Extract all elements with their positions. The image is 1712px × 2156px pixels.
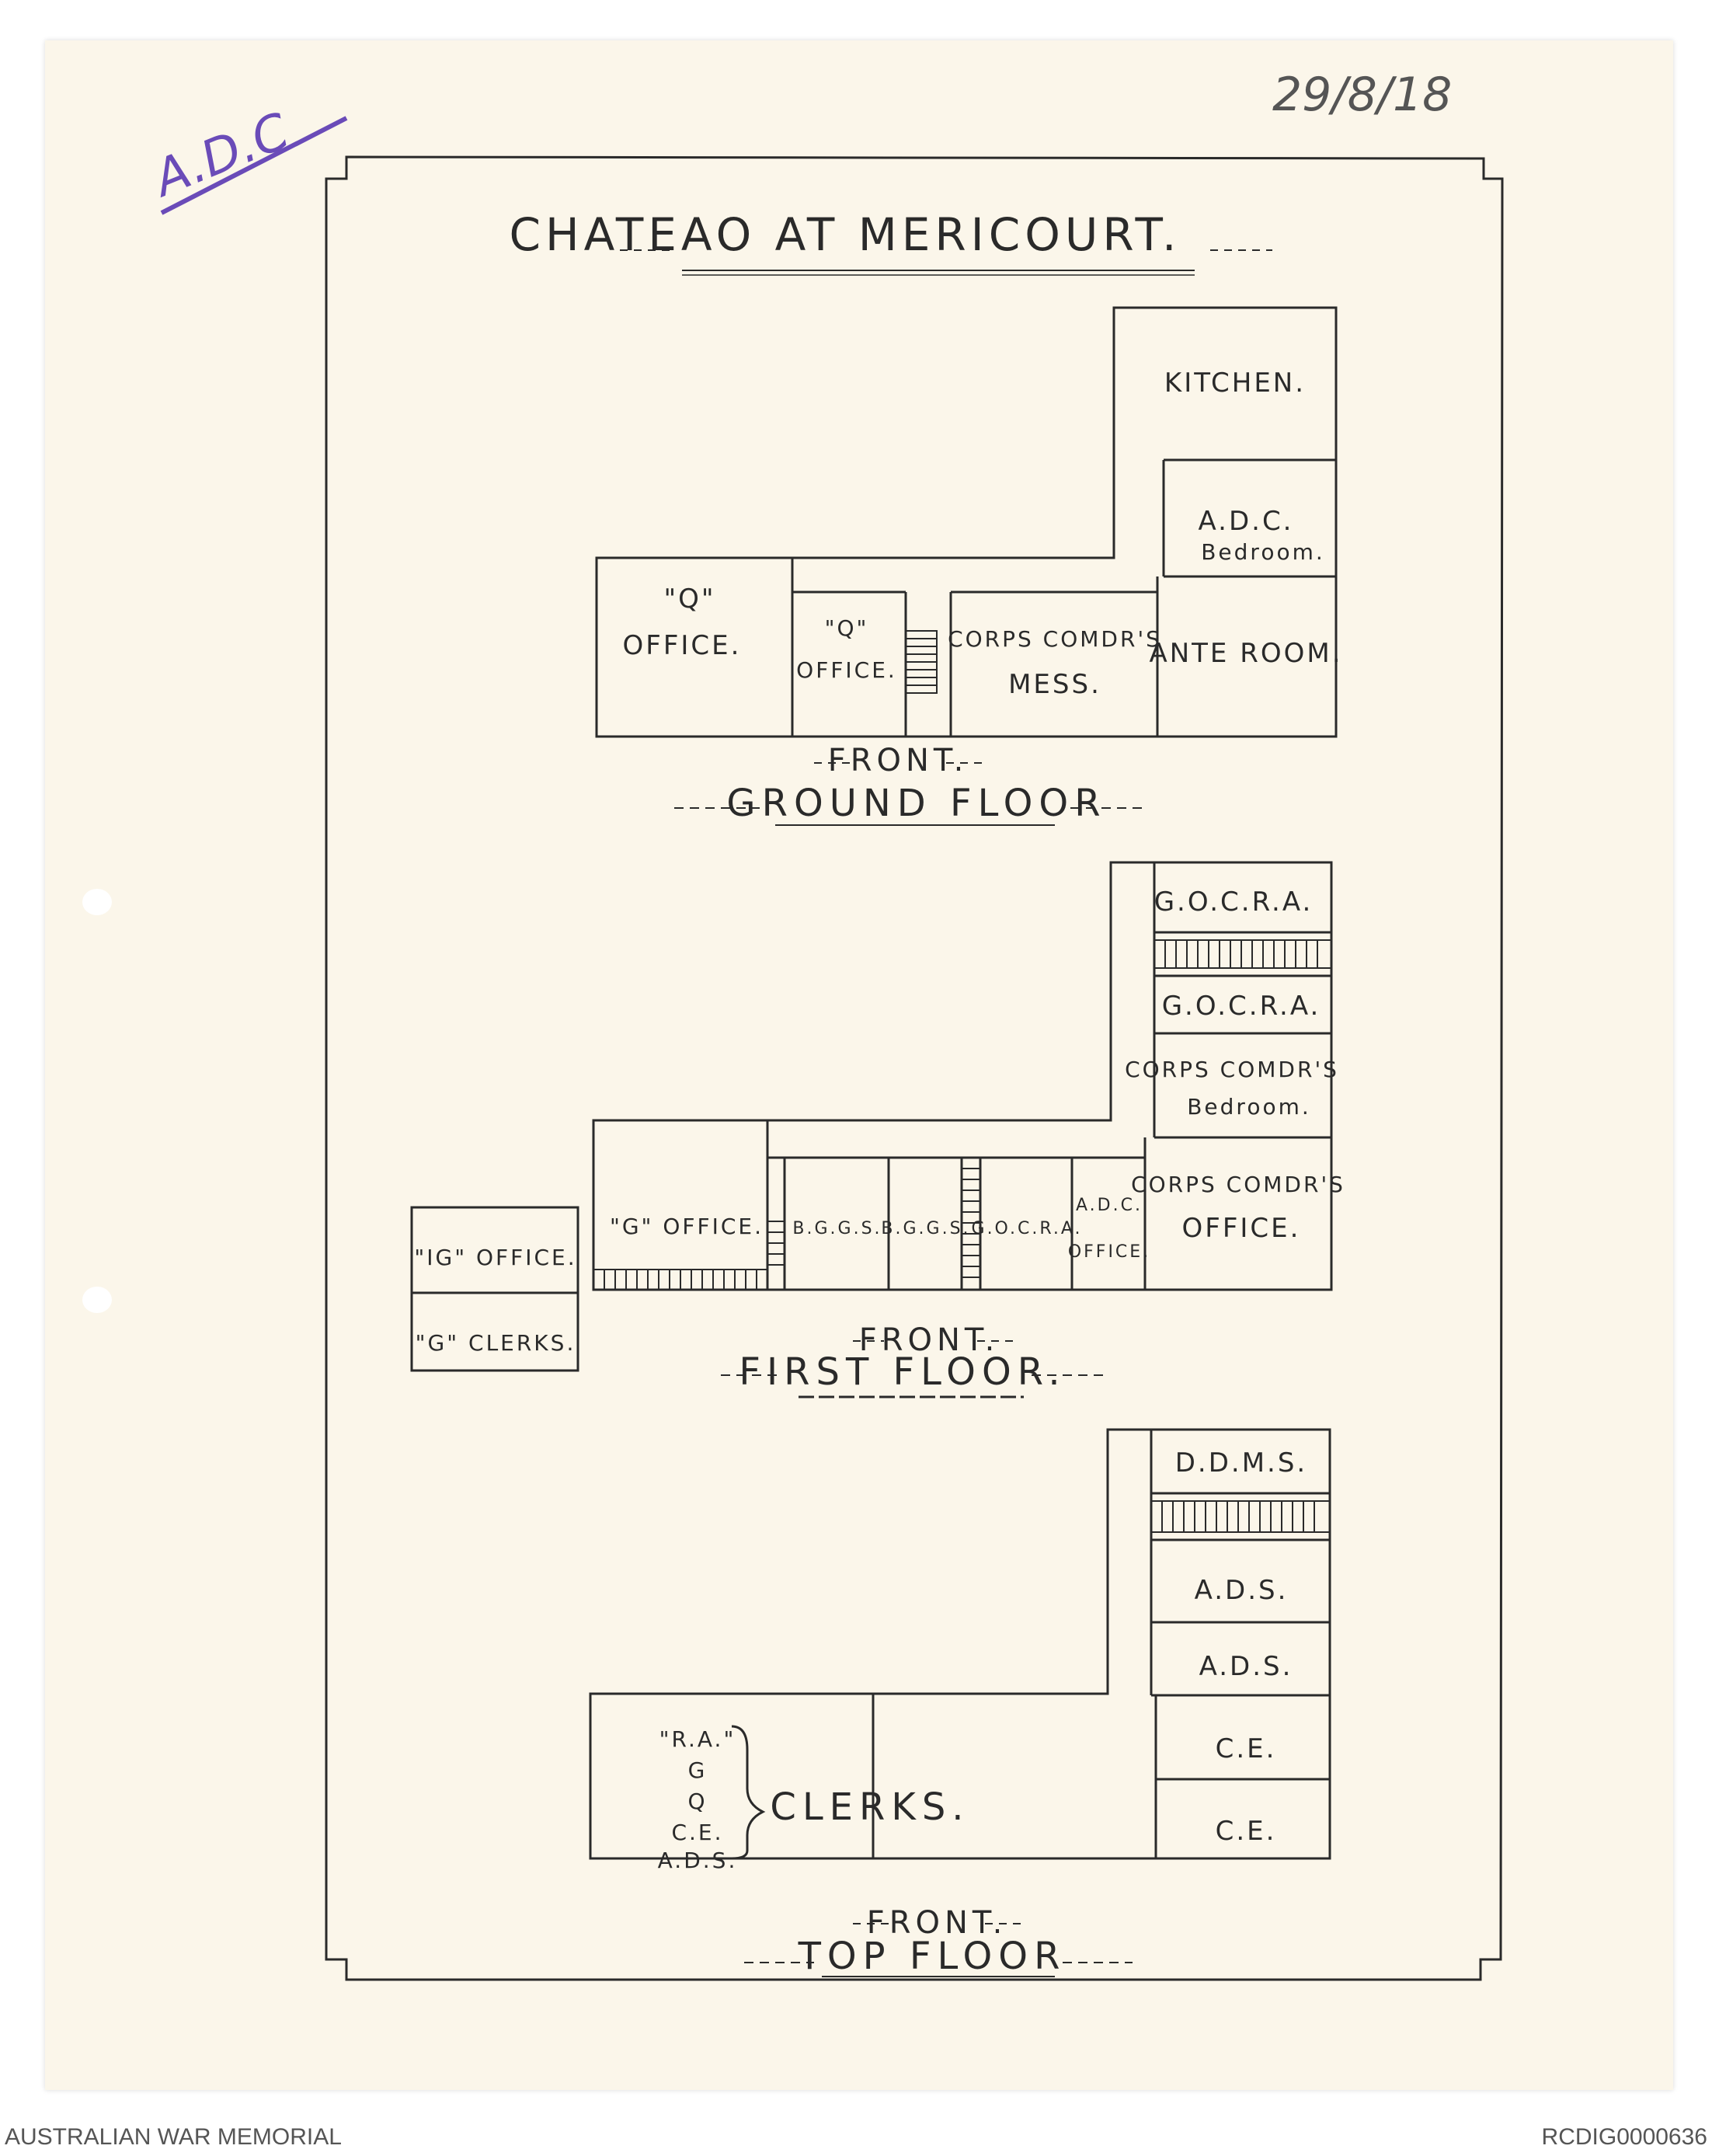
room-adc-bedroom-sub: Bedroom.: [1201, 539, 1325, 565]
document-sheet: A.D.C 29/8/18 CHATEAO AT MERICOURT.: [45, 40, 1673, 2090]
clerks-brace: [731, 1725, 766, 1860]
room-g-clerks: "G" CLERKS.: [416, 1330, 576, 1356]
ground-stairs: [905, 630, 938, 694]
clerk-list-item: C.E.: [671, 1820, 723, 1845]
archive-id: RCDIG0000636: [1541, 2124, 1707, 2150]
ground-floor-heading: GROUND FLOOR: [726, 782, 1106, 825]
room-g-office: "G" OFFICE.: [610, 1214, 764, 1239]
ig-annex: [410, 1206, 579, 1372]
room-q-office-1: OFFICE.: [623, 630, 742, 661]
room-adc-office-label: A.D.C.: [1076, 1196, 1143, 1215]
first-corridor-stairs: [1154, 939, 1332, 969]
room-q-office-2-mark: "Q": [825, 615, 869, 641]
page-border: [325, 155, 1504, 1981]
room-clerks: CLERKS.: [770, 1785, 969, 1829]
room-ante-room: ANTE ROOM.: [1149, 638, 1342, 669]
top-corridor-stairs: [1150, 1500, 1331, 1533]
clerk-list-item: Q: [687, 1789, 707, 1814]
clerk-list-item: "R.A.": [659, 1726, 736, 1752]
room-corps-mess: MESS.: [1008, 669, 1101, 700]
room-ce-1: C.E.: [1216, 1733, 1277, 1764]
room-gocra-3: G.O.C.R.A.: [972, 1219, 1083, 1238]
first-front-corridor: [593, 1269, 768, 1290]
ground-floor-outline: [595, 306, 1338, 738]
room-adc-bedroom-label: A.D.C.: [1198, 506, 1293, 537]
room-ce-2: C.E.: [1216, 1816, 1277, 1847]
top-front-label: FRONT.: [867, 1905, 1007, 1941]
top-floor-outline: [589, 1428, 1331, 1860]
room-corps-bedroom-label: CORPS COMDR'S: [1125, 1057, 1339, 1082]
archive-credit: AUSTRALIAN WAR MEMORIAL: [5, 2124, 342, 2150]
ground-front-label: FRONT.: [828, 743, 969, 778]
room-corps-mess-label: CORPS COMDR'S: [948, 626, 1162, 652]
top-floor-plan: D.D.M.S. A.D.S. A.D.S. C.E. C.E. "R.A." …: [589, 1428, 1331, 1978]
top-floor-heading: TOP FLOOR: [798, 1935, 1067, 1978]
room-gocra-2: G.O.C.R.A.: [1162, 991, 1321, 1022]
room-q-office-1-mark: "Q": [663, 583, 715, 615]
room-q-office-2: OFFICE.: [796, 657, 897, 683]
clerk-list-item: G: [688, 1757, 708, 1783]
room-ads-1: A.D.S.: [1195, 1575, 1289, 1606]
room-ig-office: "IG" OFFICE.: [414, 1245, 576, 1270]
room-corps-office: OFFICE.: [1182, 1213, 1301, 1244]
room-corps-bedroom: Bedroom.: [1187, 1094, 1311, 1120]
plan-title: CHATEAO AT MERICOURT.: [510, 208, 1181, 261]
clerk-list-item: A.D.S.: [658, 1848, 738, 1873]
room-bggs-2: B.G.G.S.: [881, 1219, 970, 1238]
adc-underline: [160, 116, 348, 215]
room-adc-office: OFFICE.: [1068, 1242, 1150, 1262]
room-ddms: D.D.M.S.: [1175, 1447, 1308, 1479]
ground-floor-plan: KITCHEN. A.D.C. Bedroom. "Q" OFFICE. "Q"…: [595, 306, 1342, 826]
room-kitchen: KITCHEN.: [1164, 367, 1306, 399]
first-floor-plan: G.O.C.R.A. G.O.C.R.A. CORPS COMDR'S Bedr…: [410, 861, 1345, 1398]
floor-plan-drawing: A.D.C 29/8/18 CHATEAO AT MERICOURT.: [143, 68, 1504, 1981]
room-bggs-1: B.G.G.S.: [792, 1219, 882, 1238]
punch-hole-lower: [82, 1287, 112, 1313]
room-gocra-1: G.O.C.R.A.: [1154, 886, 1314, 918]
room-corps-office-label: CORPS COMDR'S: [1131, 1172, 1345, 1197]
date-annotation: 29/8/18: [1272, 68, 1452, 122]
punch-hole-upper: [82, 889, 112, 915]
room-ads-2: A.D.S.: [1199, 1651, 1293, 1682]
first-floor-heading: FIRST FLOOR.: [739, 1350, 1066, 1394]
first-stairs-vertical: [767, 1168, 980, 1278]
